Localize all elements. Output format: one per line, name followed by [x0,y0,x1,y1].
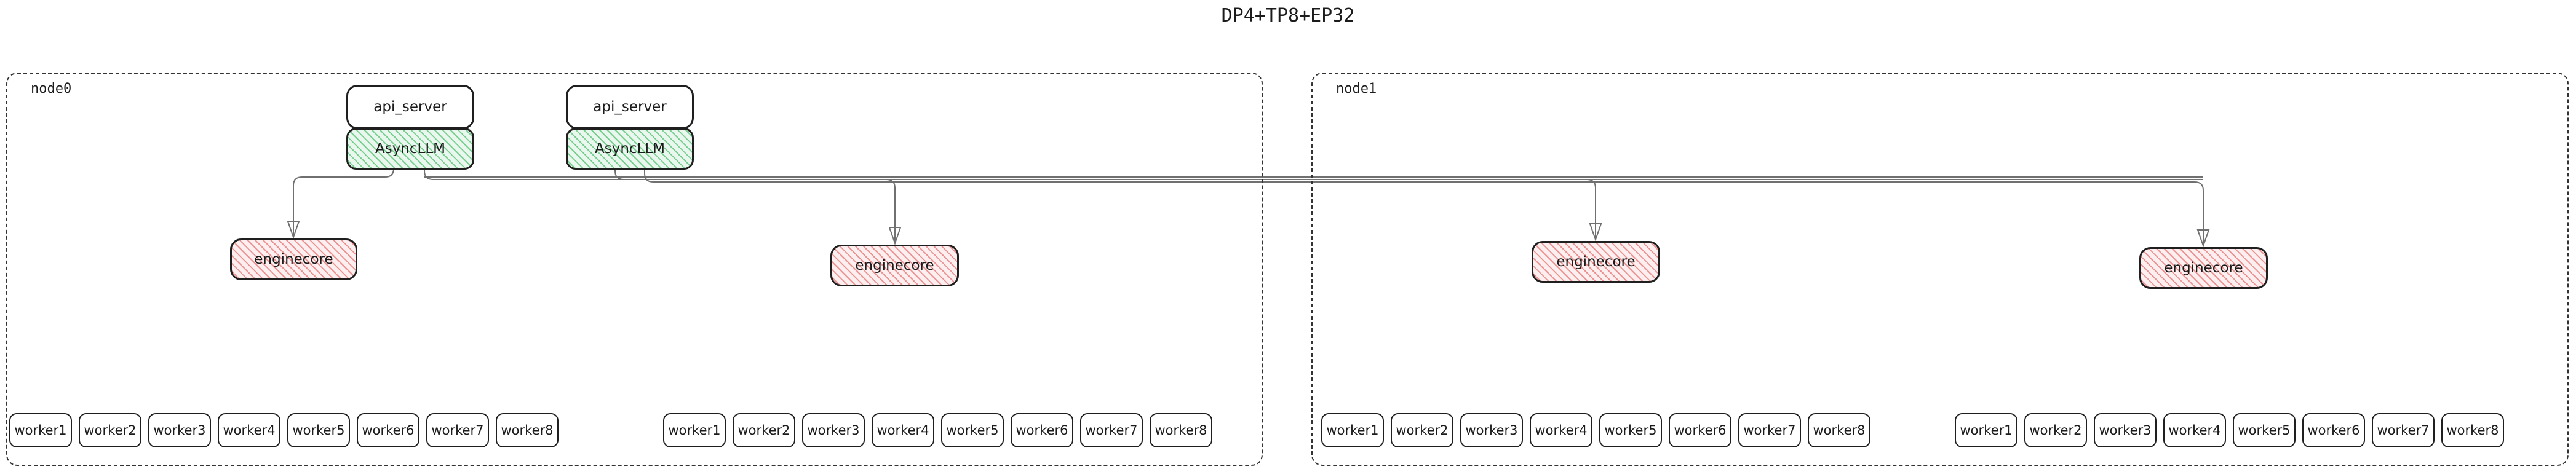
worker-box[interactable]: worker5 [1599,413,1662,447]
worker-box[interactable]: worker3 [1460,413,1523,447]
worker-box[interactable]: worker2 [1391,413,1453,447]
worker-box[interactable]: worker4 [1530,413,1592,447]
worker-box-label: worker4 [1535,423,1588,438]
enginecore-box[interactable]: enginecore [830,245,959,286]
worker-box[interactable]: worker5 [941,413,1004,447]
worker-box[interactable]: worker8 [1808,413,1870,447]
worker-box[interactable]: worker7 [1738,413,1801,447]
worker-box-label: worker5 [946,423,999,438]
worker-box-label: worker3 [807,423,860,438]
worker-box-label: worker5 [292,423,345,438]
api-server-box-label: api_server [373,99,447,115]
enginecore-box[interactable]: enginecore [1532,241,1660,283]
worker-box[interactable]: worker8 [496,413,559,447]
worker-box-label: worker5 [1604,423,1657,438]
worker-box[interactable]: worker2 [2024,413,2087,447]
worker-box-label: worker6 [2307,423,2360,438]
worker-box-label: worker5 [2238,423,2291,438]
worker-box[interactable]: worker1 [9,413,72,447]
node-cluster-node1: node1 [1311,73,2569,466]
worker-box[interactable]: worker1 [663,413,726,447]
worker-box-label: worker4 [2168,423,2221,438]
enginecore-box[interactable]: enginecore [230,238,357,280]
worker-box[interactable]: worker2 [733,413,795,447]
worker-box-label: worker8 [2446,423,2499,438]
worker-box-label: worker6 [1674,423,1727,438]
worker-box[interactable]: worker5 [287,413,350,447]
worker-box[interactable]: worker8 [2441,413,2504,447]
worker-box[interactable]: worker6 [1669,413,1731,447]
worker-box-label: worker1 [1960,423,2013,438]
asyncllm-box[interactable]: AsyncLLM [566,128,694,170]
worker-box-label: worker3 [153,423,206,438]
worker-box-label: worker1 [1326,423,1379,438]
worker-box[interactable]: worker4 [872,413,934,447]
worker-box[interactable]: worker5 [2233,413,2296,447]
enginecore-box-label: enginecore [1556,254,1636,270]
worker-box[interactable]: worker4 [218,413,280,447]
worker-box-label: worker8 [1813,423,1866,438]
worker-box[interactable]: worker7 [2372,413,2435,447]
worker-box[interactable]: worker6 [1011,413,1073,447]
worker-box[interactable]: worker6 [2302,413,2365,447]
worker-box-label: worker3 [1465,423,1518,438]
worker-box-label: worker2 [1396,423,1449,438]
worker-box-label: worker7 [1743,423,1796,438]
worker-box-label: worker3 [2099,423,2152,438]
worker-box[interactable]: worker7 [1080,413,1143,447]
worker-box-label: worker4 [877,423,929,438]
node-cluster-node0: node0 [6,73,1263,466]
api-server-box-label: api_server [593,99,667,115]
node-label-node0: node0 [31,81,72,97]
worker-box-label: worker1 [668,423,721,438]
worker-box[interactable]: worker7 [426,413,489,447]
asyncllm-box-label: AsyncLLM [375,141,446,157]
api-server-box[interactable]: api_server [346,85,474,129]
worker-box-label: worker2 [2029,423,2082,438]
worker-box-label: worker7 [431,423,484,438]
worker-box-label: worker8 [1155,423,1207,438]
asyncllm-box-label: AsyncLLM [594,141,666,157]
worker-box-label: worker7 [2377,423,2430,438]
enginecore-box-label: enginecore [254,251,333,267]
worker-box-label: worker8 [501,423,554,438]
worker-box-label: worker6 [1016,423,1068,438]
worker-box[interactable]: worker1 [1321,413,1384,447]
worker-box[interactable]: worker3 [148,413,211,447]
worker-box[interactable]: worker2 [79,413,141,447]
worker-box[interactable]: worker1 [1955,413,2017,447]
worker-box[interactable]: worker3 [802,413,865,447]
enginecore-box-label: enginecore [2164,260,2243,276]
asyncllm-box[interactable]: AsyncLLM [346,128,474,170]
worker-box-label: worker2 [84,423,137,438]
worker-box-label: worker4 [223,423,276,438]
worker-box-label: worker2 [737,423,790,438]
enginecore-box-label: enginecore [855,258,934,274]
enginecore-box[interactable]: enginecore [2139,247,2268,289]
worker-box-label: worker7 [1085,423,1138,438]
worker-box-label: worker6 [362,423,415,438]
worker-box[interactable]: worker8 [1150,413,1212,447]
worker-box[interactable]: worker3 [2094,413,2157,447]
worker-box[interactable]: worker4 [2163,413,2226,447]
node-label-node1: node1 [1336,81,1377,97]
page-title: DP4+TP8+EP32 [1221,5,1355,26]
api-server-box[interactable]: api_server [566,85,694,129]
worker-box-label: worker1 [14,423,67,438]
worker-box[interactable]: worker6 [357,413,419,447]
